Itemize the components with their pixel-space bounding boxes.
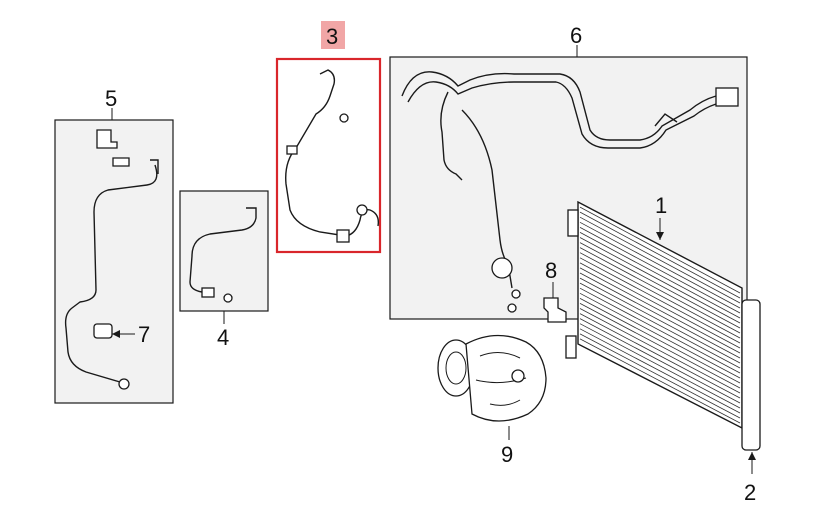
hose-end-5 [150, 159, 159, 174]
hose-fitting-6 [491, 257, 513, 279]
pipe-end-fitting-6 [715, 87, 739, 107]
condenser-fin [579, 298, 741, 384]
condenser-bracket-bottom [565, 335, 577, 359]
condenser-fin [579, 292, 741, 379]
part-3-highlight-box [275, 57, 382, 254]
callout-2: 2 [744, 480, 756, 505]
hose-drop-6a [440, 91, 463, 181]
receiver-drier [741, 299, 761, 451]
hose-fitting-5 [118, 378, 130, 390]
valve-body [543, 297, 567, 323]
condenser-fin [579, 237, 741, 324]
hose-line-5 [64, 164, 158, 383]
pipe-clamp-6 [654, 113, 678, 127]
condenser-fin [579, 328, 741, 414]
oring-3a [339, 113, 349, 123]
part-1-arrow [656, 232, 664, 240]
part-8-valve[interactable] [543, 282, 567, 323]
condenser-fin [579, 303, 741, 389]
condenser-fin [579, 232, 741, 319]
compressor-body [465, 334, 547, 422]
condenser-fin [579, 267, 741, 354]
condenser-fin [579, 313, 741, 399]
part-9-compressor[interactable] [437, 334, 547, 440]
bracket-part [96, 129, 118, 149]
condenser-fin [579, 308, 741, 394]
condenser-fin [579, 227, 741, 314]
hose-fitting-4 [201, 287, 215, 298]
hose-fitting-3 [336, 229, 350, 243]
oring-6a [511, 289, 521, 299]
switch-body [93, 323, 113, 339]
condenser-fin [579, 282, 741, 369]
condenser-fin [579, 206, 741, 294]
part-group-4[interactable] [179, 190, 269, 324]
condenser-fin [579, 277, 741, 364]
condenser-fin [579, 257, 741, 344]
condenser-fin [579, 262, 741, 349]
condenser-fin [579, 211, 741, 299]
part-4-box [179, 190, 269, 312]
condenser-fin [579, 338, 741, 424]
oring-6b [507, 303, 517, 313]
callout-6: 6 [570, 23, 582, 48]
callout-9: 9 [501, 442, 513, 467]
condenser-fin [579, 252, 741, 339]
part-7-arrow [112, 330, 120, 338]
pipe-top-6b [407, 81, 737, 149]
oring-3b [356, 204, 368, 216]
condenser-fin [579, 333, 741, 419]
part-2-arrow [748, 452, 756, 460]
oring-4 [223, 293, 233, 303]
compressor-port [511, 369, 525, 383]
condenser-fin [579, 242, 741, 329]
pipe-top-6 [401, 71, 735, 141]
condenser-fin [579, 247, 741, 334]
condenser-fin [579, 287, 741, 374]
callout-4: 4 [217, 325, 229, 350]
part-group-3[interactable] [275, 21, 382, 254]
callout-7: 7 [138, 322, 150, 347]
callout-8: 8 [545, 258, 557, 283]
condenser-fin [579, 221, 741, 309]
part-1-condenser[interactable] [565, 200, 761, 451]
condenser-fin [579, 272, 741, 359]
hose-line-4 [189, 207, 257, 293]
part-7-switch[interactable] [93, 323, 135, 339]
callout-3: 3 [326, 24, 338, 49]
hose-clip-3 [286, 145, 298, 155]
condenser-fins [579, 206, 741, 424]
part-2-pointer[interactable] [748, 452, 756, 474]
condenser-fin [579, 323, 741, 409]
compressor-hub [445, 351, 467, 385]
part-3-label-bg [321, 21, 345, 49]
condenser-bracket-top [567, 209, 579, 237]
condenser-fin [579, 318, 741, 404]
fitting-part [112, 157, 130, 167]
callout-1: 1 [655, 193, 667, 218]
callout-5: 5 [105, 86, 117, 111]
condenser-fin [579, 216, 741, 304]
part-group-5[interactable] [54, 108, 174, 404]
part-5-box [54, 119, 174, 404]
